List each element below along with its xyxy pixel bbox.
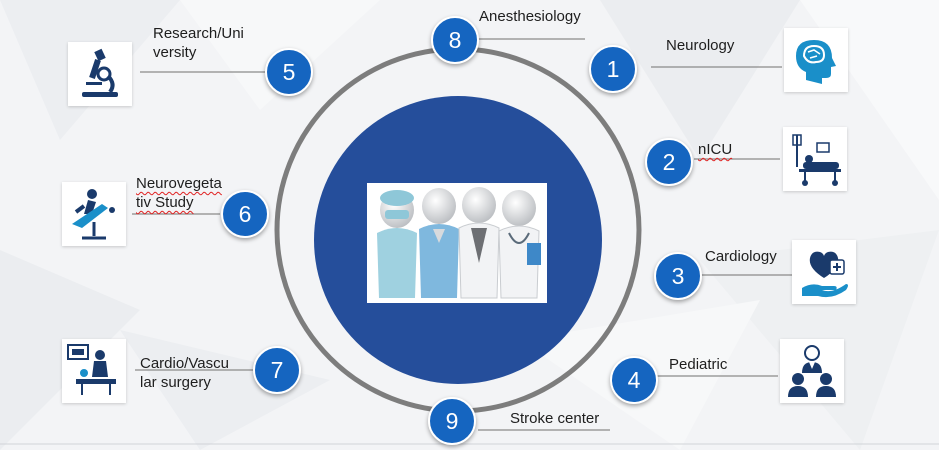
label-neurology: Neurology: [666, 37, 735, 54]
brain-head-icon: [784, 28, 848, 92]
badge-6-neurovegetative: 6: [221, 190, 269, 238]
label-anesthesiology: Anesthesiology: [479, 8, 581, 25]
badge-4-pediatric: 4: [610, 356, 658, 404]
connector-lines: [132, 38, 810, 431]
microscope-icon: [68, 42, 132, 106]
badge-7-cardiovascular: 7: [253, 346, 301, 394]
label-nicu: nICU: [698, 141, 733, 158]
label-cardiovascular: Cardio/Vascu lar surgery: [140, 355, 229, 391]
badge-9-stroke: 9: [428, 397, 476, 445]
pediatric-team-icon: [780, 339, 844, 403]
medical-team-image: [367, 183, 547, 303]
badge-1-neurology: 1: [589, 45, 637, 93]
label-stroke-center: Stroke center: [510, 410, 600, 427]
badge-5-research: 5: [265, 48, 313, 96]
badge-2-nicu: 2: [645, 138, 693, 186]
label-pediatric: Pediatric: [669, 356, 728, 373]
badge-8-anesthesiology: 8: [431, 16, 479, 64]
badge-3-cardiology: 3: [654, 252, 702, 300]
tilt-chair-icon: [62, 182, 126, 246]
label-research: Research/Uni versity: [153, 25, 244, 61]
label-cardiology: Cardiology: [705, 248, 777, 265]
label-neurovegetative: Neurovegeta tiv Study: [136, 175, 222, 211]
heart-hand-icon: [792, 240, 856, 304]
surgery-monitor-icon: [62, 339, 126, 403]
hospital-bed-icon: [783, 127, 847, 191]
